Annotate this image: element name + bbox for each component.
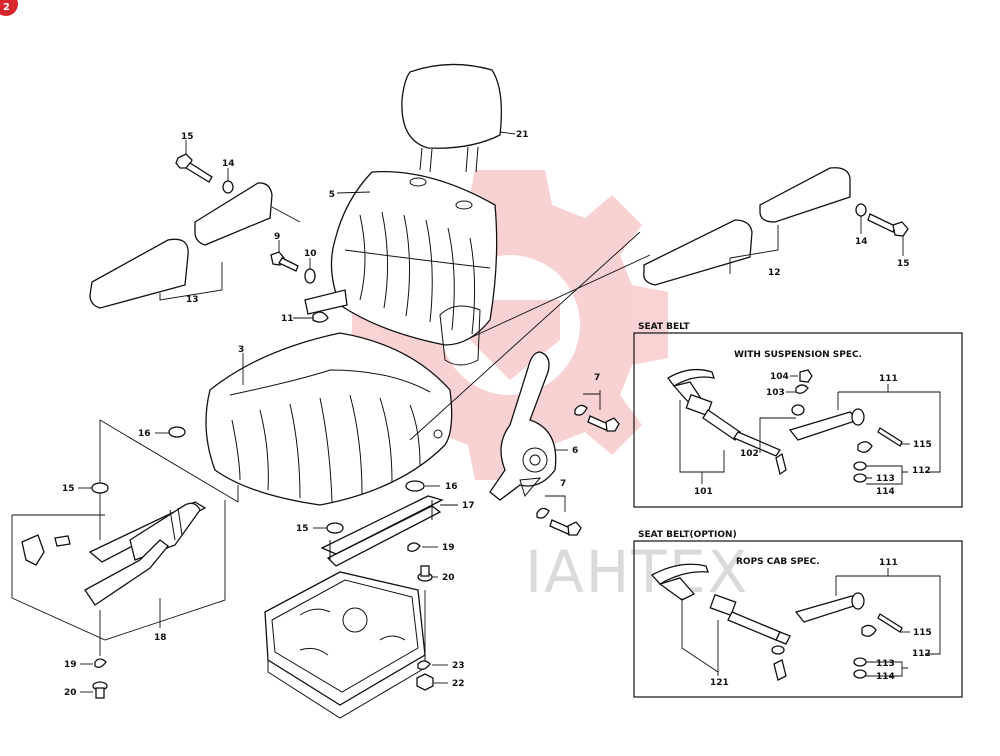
label-16-left: 16: [138, 429, 151, 439]
label-10: 10: [304, 249, 317, 259]
bolt-part-20-left: [80, 681, 108, 699]
washer-part-10: [304, 258, 316, 284]
bolt-part-15-left: [175, 140, 213, 183]
seat-belt-title: SEAT BELT: [638, 322, 690, 332]
label-111-top: 111: [879, 374, 898, 384]
label-104: 104: [770, 372, 789, 382]
label-22: 22: [452, 679, 465, 689]
bushing-part-16-right: [405, 480, 440, 492]
label-14-left: 14: [222, 159, 235, 169]
seat-suspension-base: [264, 571, 426, 719]
label-12: 12: [768, 268, 781, 278]
recliner-bracket-part-6: [489, 351, 568, 501]
clip-part-11: [293, 289, 348, 323]
seat-belt-panel: SEAT BELT WITH SUSPENSION SPEC.: [633, 322, 963, 508]
label-112-bottom: 112: [912, 649, 931, 659]
label-5: 5: [329, 190, 335, 200]
label-11: 11: [281, 314, 294, 324]
washer-part-15-mid: [313, 522, 344, 534]
label-14-right: 14: [855, 237, 868, 247]
washer-part-23: [417, 660, 448, 670]
label-115-bottom: 115: [913, 628, 932, 638]
label-114-top: 114: [876, 487, 895, 497]
bolt-part-7-upper: [574, 390, 620, 432]
label-103: 103: [766, 388, 785, 398]
seat-back-part-5: [330, 170, 498, 366]
label-16-right: 16: [445, 482, 458, 492]
page-badge: 2: [0, 0, 18, 16]
label-17: 17: [462, 501, 475, 511]
label-7-upper: 7: [594, 373, 600, 383]
label-19-right: 19: [442, 543, 455, 553]
label-15-top-left: 15: [181, 132, 194, 142]
seat-belt-option-subtitle: ROPS CAB SPEC.: [736, 557, 820, 567]
label-9: 9: [274, 232, 280, 242]
label-6: 6: [572, 446, 578, 456]
bolt-part-7-lower: [536, 495, 582, 536]
slide-rail-left-part-18: [11, 419, 239, 641]
label-113-bottom: 113: [876, 659, 895, 669]
bushing-part-16-left: [155, 426, 186, 438]
page-badge-number: 2: [3, 2, 10, 13]
washer-part-14-left: [222, 168, 234, 194]
label-21: 21: [516, 130, 529, 140]
label-101: 101: [694, 487, 713, 497]
label-111-bottom: 111: [879, 558, 898, 568]
seat-cushion-part-3: [205, 332, 453, 506]
label-23: 23: [452, 661, 465, 671]
nut-part-22: [416, 673, 448, 691]
label-3: 3: [238, 345, 244, 355]
armrest-right-part-12: [643, 167, 851, 286]
washer-part-14-right: [855, 203, 867, 234]
label-15-right: 15: [897, 259, 910, 269]
label-15-mid: 15: [296, 524, 309, 534]
washer-part-19-right: [407, 542, 438, 552]
seat-belt-option-title: SEAT BELT(OPTION): [638, 530, 737, 540]
washer-part-19-left: [80, 610, 107, 668]
label-19-left: 19: [64, 660, 77, 670]
washer-part-15-left: [78, 482, 109, 494]
label-112-top: 112: [912, 466, 931, 476]
label-15-mid-left: 15: [62, 484, 75, 494]
slide-rail-right-part-17: [320, 495, 458, 567]
label-102: 102: [740, 449, 759, 459]
label-18: 18: [154, 633, 167, 643]
label-7-lower: 7: [560, 479, 566, 489]
label-20-right: 20: [442, 573, 455, 583]
watermark-text: IAHTEX: [525, 538, 749, 606]
label-113-top: 113: [876, 474, 895, 484]
bolt-part-9: [270, 240, 299, 272]
label-13: 13: [186, 295, 199, 305]
armrest-left-part-13: [89, 182, 301, 309]
seat-belt-subtitle: WITH SUSPENSION SPEC.: [734, 350, 862, 360]
label-114-bottom: 114: [876, 672, 895, 682]
headrest-part-21: [401, 63, 516, 173]
seat-belt-option-panel: SEAT BELT(OPTION) ROPS CAB SPEC.: [633, 530, 963, 698]
label-20-left: 20: [64, 688, 77, 698]
bolt-part-15-right: [867, 213, 909, 256]
label-115-top: 115: [913, 440, 932, 450]
label-121: 121: [710, 678, 729, 688]
bolt-part-20-right: [417, 565, 438, 582]
